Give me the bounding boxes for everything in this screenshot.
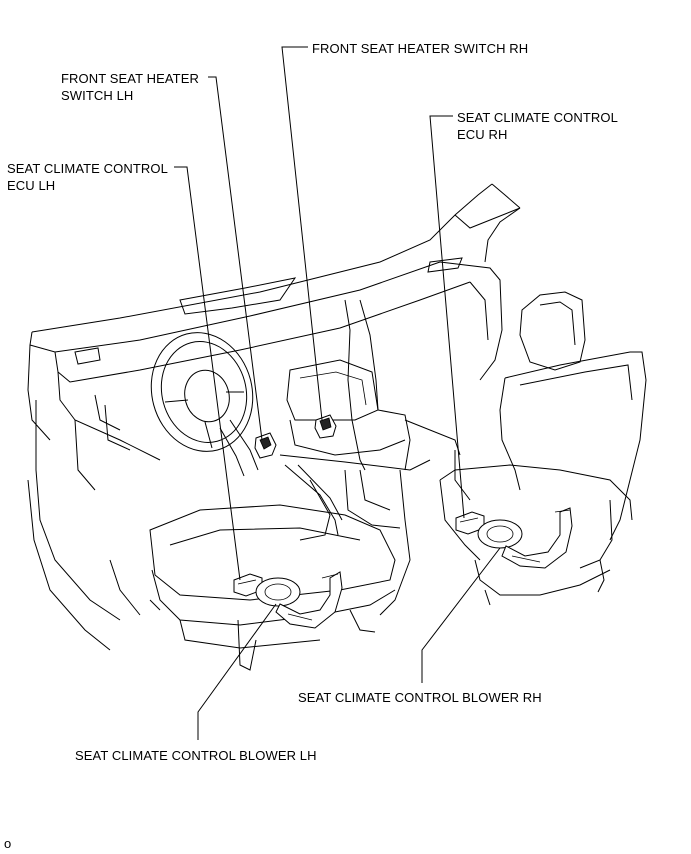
label-seat-climate-control-ecu-rh-line1: SEAT CLIMATE CONTROL xyxy=(457,110,618,125)
seat-climate-control-blower-lh xyxy=(255,571,343,629)
dashboard-outline xyxy=(27,183,521,651)
left-seat xyxy=(109,504,396,671)
right-seat xyxy=(439,291,647,606)
seat-climate-control-blower-rh xyxy=(477,507,573,569)
leader-lines xyxy=(174,46,501,740)
steering-wheel xyxy=(150,332,259,477)
front-seat-heater-switch-lh xyxy=(254,432,277,459)
label-seat-climate-control-blower-rh: SEAT CLIMATE CONTROL BLOWER RH xyxy=(298,690,542,705)
front-seat-heater-switch-rh xyxy=(314,414,337,439)
label-seat-climate-control-ecu-lh-line1: SEAT CLIMATE CONTROL xyxy=(7,161,168,176)
label-seat-climate-control-blower-lh: SEAT CLIMATE CONTROL BLOWER LH xyxy=(75,748,317,763)
label-seat-climate-control-ecu-rh-line2: ECU RH xyxy=(457,127,508,142)
label-front-seat-heater-switch-rh: FRONT SEAT HEATER SWITCH RH xyxy=(312,41,529,56)
label-front-seat-heater-switch-lh-line2: SWITCH LH xyxy=(61,88,134,103)
figure-code: o xyxy=(4,836,12,851)
label-seat-climate-control-ecu-lh-line2: ECU LH xyxy=(7,178,56,193)
label-front-seat-heater-switch-lh-line1: FRONT SEAT HEATER xyxy=(61,71,199,86)
